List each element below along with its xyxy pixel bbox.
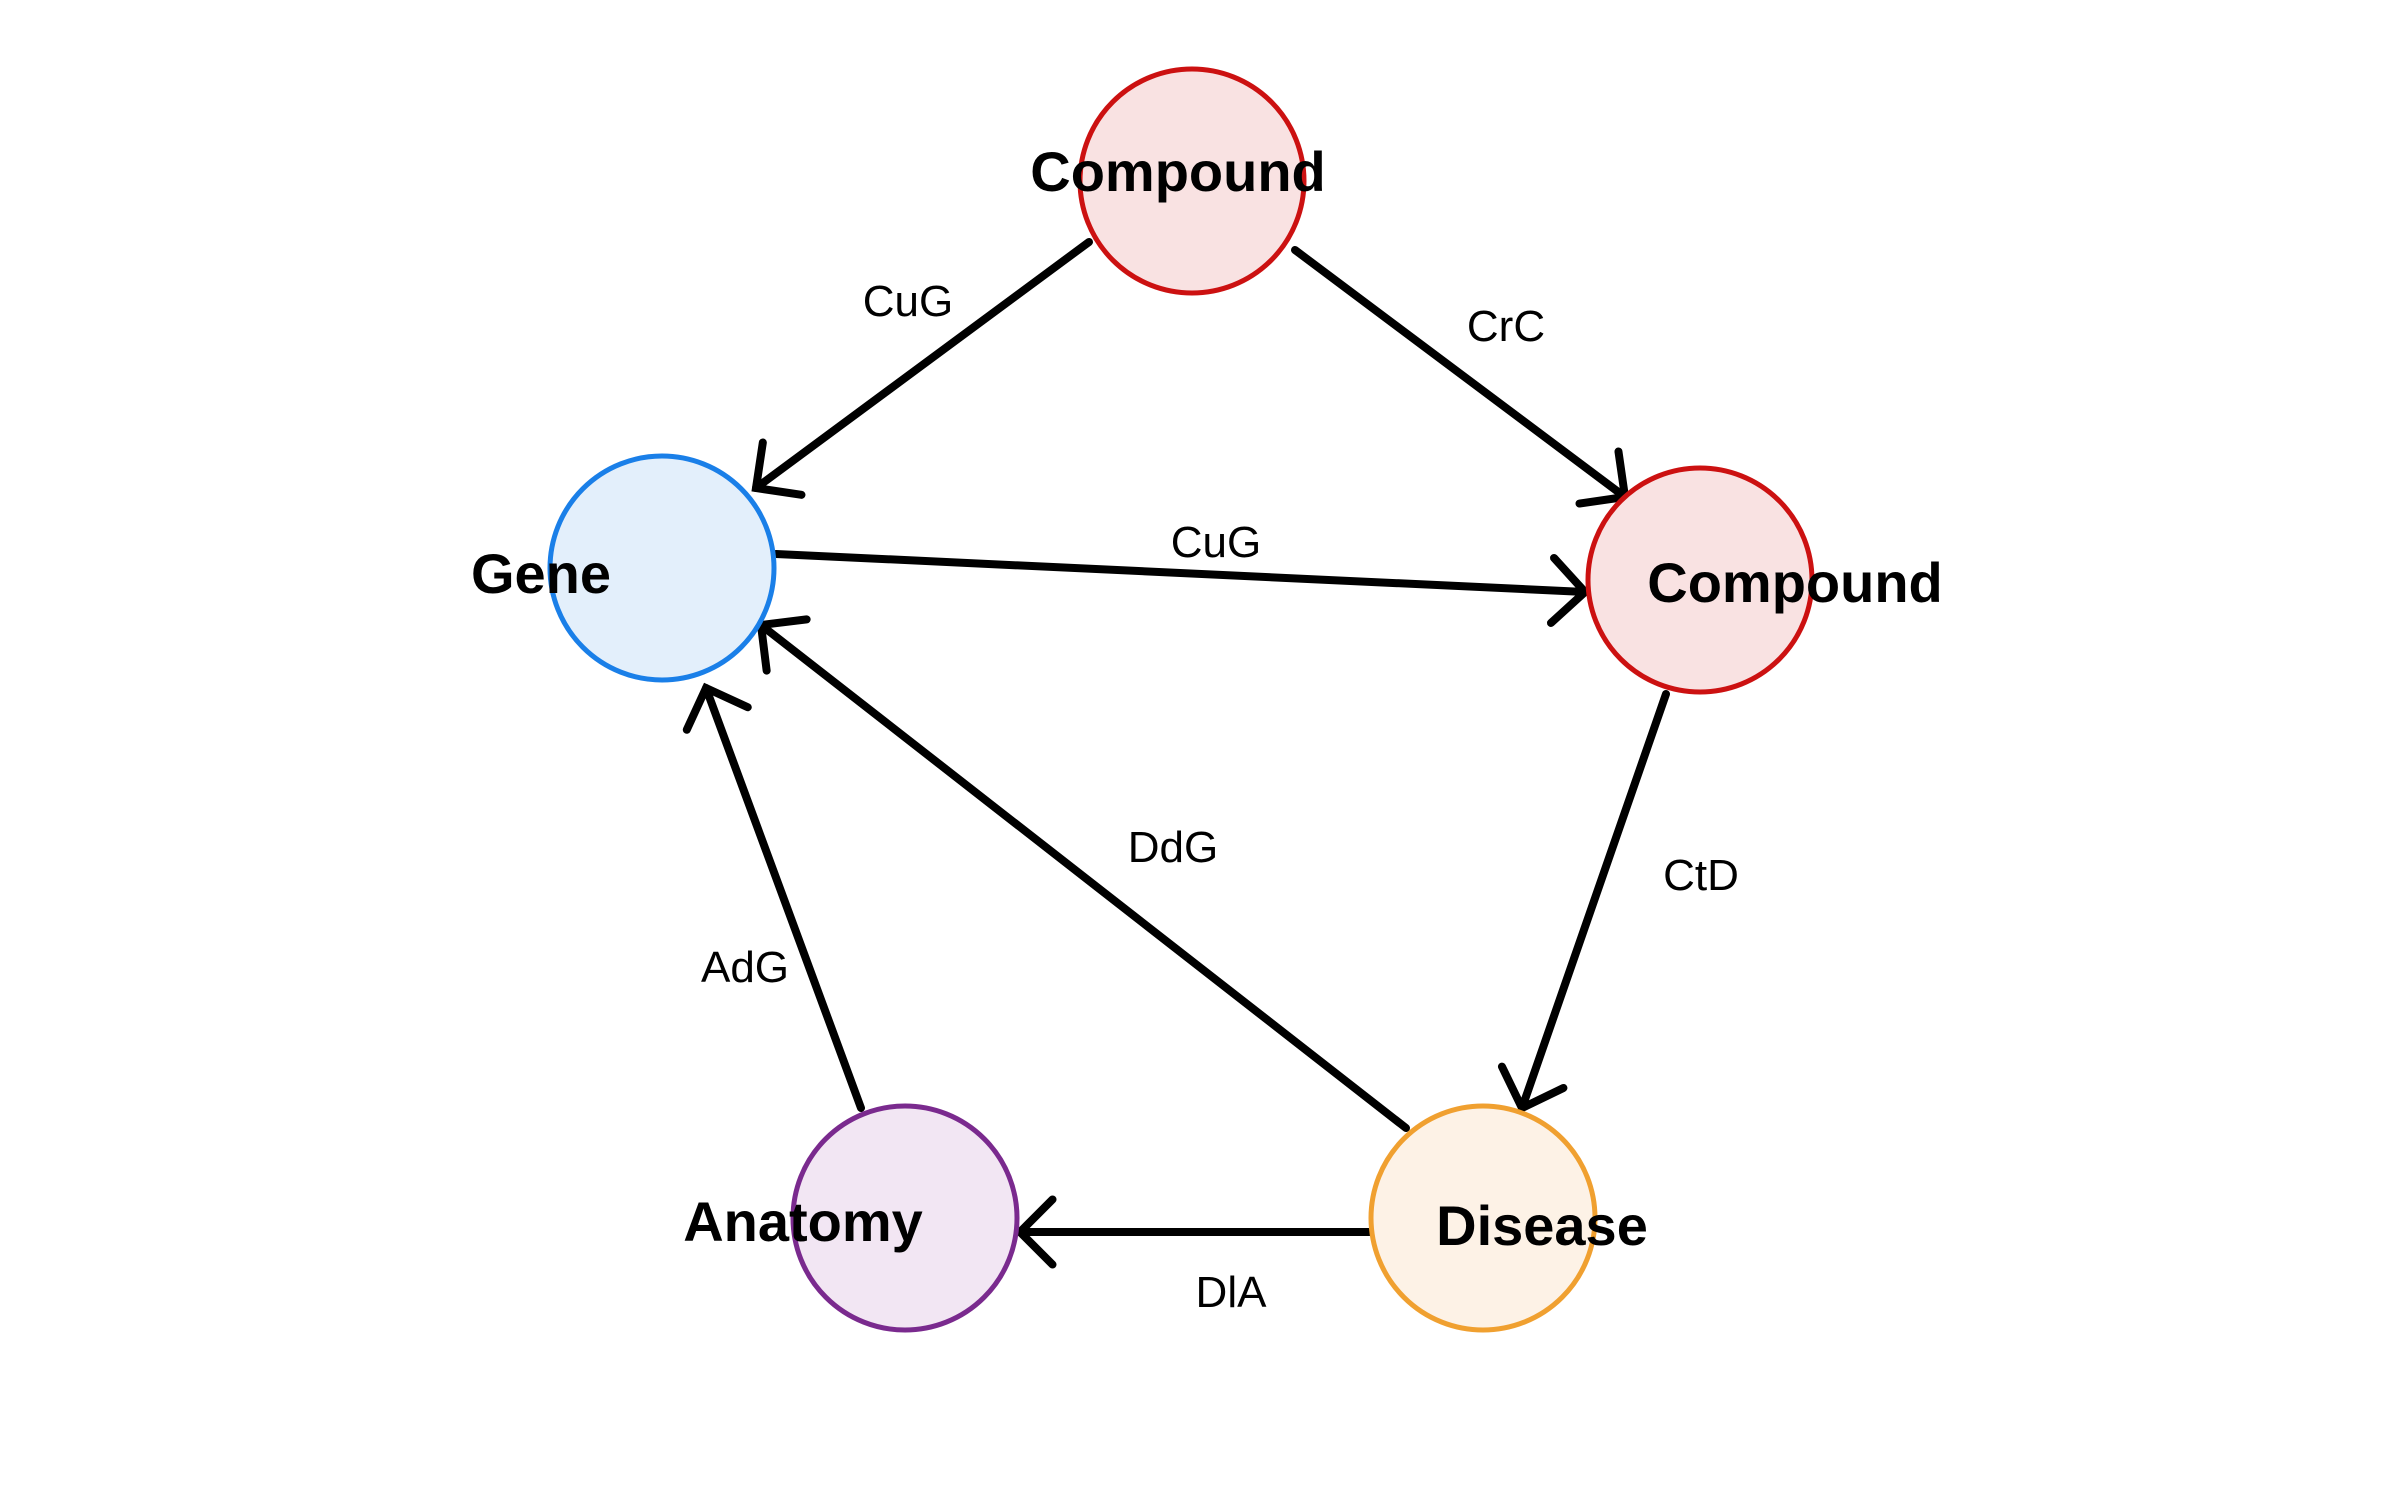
node-disease bbox=[1368, 1103, 1598, 1333]
node-compound-right bbox=[1585, 465, 1815, 695]
node-label: Compound bbox=[1030, 140, 1325, 203]
arrowhead-icon bbox=[1014, 1195, 1057, 1269]
edge-compound-top-to-gene bbox=[751, 238, 1093, 499]
edge-line bbox=[757, 621, 1410, 1132]
edge-label: CuG bbox=[863, 277, 953, 326]
arrowhead-icon bbox=[1546, 553, 1591, 627]
node-anatomy bbox=[790, 1103, 1020, 1333]
node-label: Gene bbox=[471, 542, 611, 605]
node-label: Disease bbox=[1436, 1194, 1648, 1257]
edge-label: DdG bbox=[1128, 823, 1218, 872]
edge-anatomy-to-gene bbox=[682, 682, 865, 1112]
nodes-layer bbox=[547, 66, 1815, 1333]
edge-label: AdG bbox=[701, 943, 789, 992]
edges-layer bbox=[682, 238, 1670, 1269]
arrowhead-icon bbox=[1497, 1062, 1568, 1114]
edge-compound-top-to-compound-right bbox=[1291, 246, 1630, 508]
edge-line bbox=[1291, 246, 1629, 501]
edge-label: DlA bbox=[1196, 1268, 1268, 1317]
edge-gene-to-compound-right bbox=[772, 550, 1591, 627]
node-compound-top bbox=[1077, 66, 1307, 296]
edge-line bbox=[702, 684, 865, 1112]
arrowhead-icon bbox=[751, 438, 806, 499]
edge-compound-right-to-disease bbox=[1497, 690, 1670, 1114]
node-gene bbox=[547, 453, 777, 683]
edge-line bbox=[1518, 690, 1670, 1112]
edge-line bbox=[752, 238, 1093, 492]
arrowhead-icon bbox=[682, 682, 752, 734]
node-label: Compound bbox=[1647, 551, 1942, 614]
edge-disease-to-gene bbox=[756, 615, 1410, 1132]
edge-label: CuG bbox=[1171, 518, 1261, 567]
edge-line bbox=[772, 550, 1589, 596]
edge-label: CrC bbox=[1467, 302, 1545, 351]
edge-label: CtD bbox=[1663, 851, 1739, 900]
node-label: Anatomy bbox=[683, 1190, 923, 1253]
edge-disease-to-anatomy bbox=[1014, 1195, 1375, 1269]
